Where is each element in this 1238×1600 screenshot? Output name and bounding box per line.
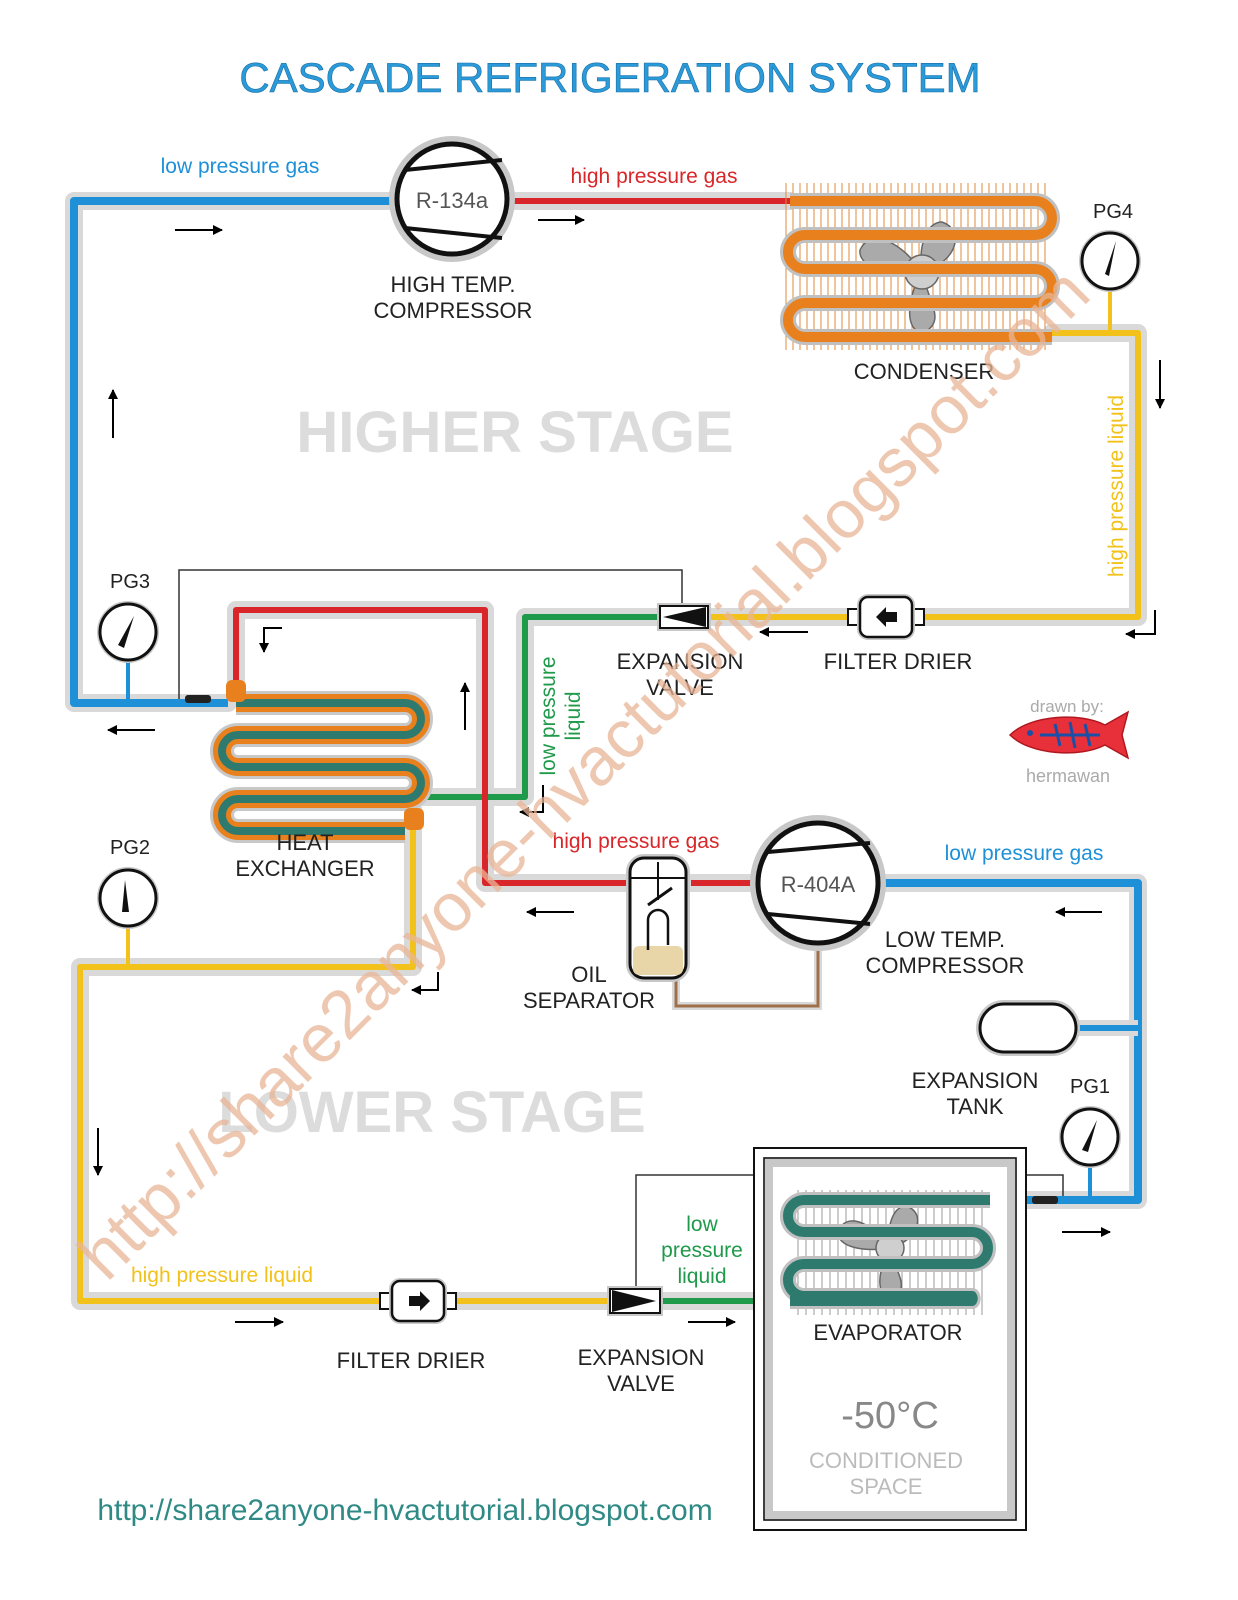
fish-logo-icon (1008, 710, 1130, 760)
ls-compressor-label-1: LOW TEMP. (885, 927, 1005, 952)
hs-high-pressure-liquid-label: high pressure liquid (1105, 395, 1128, 577)
bent-arrow-icon (519, 785, 544, 817)
diagram-title: CASCADE REFRIGERATION SYSTEM (239, 54, 980, 101)
pg2-gauge (97, 867, 159, 967)
conditioned-space-wall (763, 1157, 1017, 1521)
ls-filter-drier-label: FILTER DRIER (337, 1348, 486, 1373)
ls-high-pressure-gas-label: high pressure gas (553, 830, 720, 853)
hs-low-pressure-liquid-label-2: liquid (562, 691, 585, 740)
ls-compressor-label-2: COMPRESSOR (866, 953, 1025, 978)
pg4-label: PG4 (1093, 201, 1133, 223)
heat-exchanger-inner-coil (218, 699, 425, 835)
oil-separator (626, 854, 690, 982)
heat-exchanger-label-1: HEAT (276, 830, 333, 855)
ls-filter-drier-arrow-icon (409, 1291, 430, 1311)
hs-expansion-valve (657, 603, 711, 631)
condenser (780, 183, 1060, 350)
hs-filter-drier-arrow-icon (876, 607, 897, 627)
pg1-label: PG1 (1070, 1076, 1110, 1098)
condenser-label: CONDENSER (854, 359, 995, 384)
hs-compressor-label-2: COMPRESSOR (374, 298, 533, 323)
footer-url: http://share2anyone-hvactutorial.blogspo… (97, 1494, 712, 1527)
conditioned-space-label-1: CONDITIONED (809, 1448, 963, 1473)
ls-high-pressure-gas-line (233, 607, 626, 886)
pg3-gauge (97, 601, 159, 703)
pg4-needle-icon (1105, 241, 1116, 276)
ls-high-pressure-liquid-line (77, 808, 610, 1304)
hs-low-pressure-gas-label: low pressure gas (161, 155, 320, 178)
oil-return-line (674, 948, 820, 1008)
ls-high-pressure-liquid-label: high pressure liquid (131, 1264, 313, 1287)
expansion-tank (976, 1000, 1080, 1056)
hs-filter-drier (847, 594, 925, 640)
evaporator (780, 1190, 996, 1315)
hs-compressor-refrigerant: R-134a (416, 188, 489, 213)
drawn-by-label: drawn by: (1030, 697, 1104, 716)
ls-expansion-valve-label-2: VALVE (607, 1371, 675, 1396)
heat-exchanger-label-2: EXCHANGER (235, 856, 374, 881)
ls-low-pressure-liquid-label-1: low (686, 1213, 718, 1236)
expansion-tank-label-1: EXPANSION (912, 1068, 1039, 1093)
expansion-tank-label-2: TANK (946, 1094, 1003, 1119)
pg1-needle-icon (1082, 1120, 1097, 1152)
hs-low-pressure-liquid-label-1: low pressure (537, 656, 560, 775)
oil-separator-label-2: SEPARATOR (523, 988, 655, 1013)
ls-low-pressure-liquid-label-3: liquid (677, 1265, 726, 1288)
ls-filter-drier (379, 1278, 457, 1324)
ls-compressor-refrigerant: R-404A (781, 872, 856, 897)
conditioned-space-label-2: SPACE (850, 1474, 923, 1499)
pg2-needle-icon (122, 880, 129, 912)
hs-sensing-bulb (185, 695, 211, 703)
hs-high-pressure-gas-label: high pressure gas (571, 165, 738, 188)
condenser-coil (783, 196, 1057, 342)
bent-arrow-icon (411, 972, 439, 995)
ls-low-pressure-gas-line (878, 879, 1142, 1204)
hs-sensing-bulb-line (178, 569, 683, 699)
pg3-needle-icon (118, 616, 134, 648)
flow-arrows (93, 215, 1165, 1327)
conditioned-space-outer (753, 1147, 1027, 1531)
ls-low-pressure-gas-label: low pressure gas (945, 842, 1104, 865)
hs-filter-drier-label: FILTER DRIER (824, 649, 973, 674)
ls-low-pressure-liquid-label-2: pressure (661, 1239, 743, 1262)
hs-low-pressure-liquid-line (420, 614, 664, 800)
hs-compressor: R-134a (389, 136, 515, 262)
conditioned-space-temperature: -50°C (841, 1395, 939, 1437)
hs-compressor-label-1: HIGH TEMP. (390, 272, 515, 297)
pg1-gauge (1059, 1106, 1121, 1200)
ls-sensing-bulb (1032, 1196, 1058, 1204)
heat-exchanger (210, 680, 433, 843)
ls-expansion-valve (607, 1286, 663, 1316)
ls-compressor: R-404A (750, 815, 886, 951)
pg4-gauge (1079, 230, 1141, 333)
higher-stage-label: HIGHER STAGE (296, 400, 733, 465)
hs-expansion-valve-label-2: VALVE (646, 675, 714, 700)
pg2-label: PG2 (110, 837, 150, 859)
hs-low-pressure-gas-line (70, 197, 392, 707)
bent-arrow-icon (1125, 610, 1156, 639)
author-label: hermawan (1026, 766, 1110, 786)
oil-separator-label-1: OIL (571, 962, 606, 987)
bent-arrow-icon (259, 627, 282, 653)
evaporator-coil (783, 1195, 993, 1306)
lower-stage-label: LOWER STAGE (218, 1080, 645, 1145)
evaporator-label: EVAPORATOR (813, 1320, 962, 1345)
hs-expansion-valve-label-1: EXPANSION (617, 649, 744, 674)
ls-expansion-valve-label-1: EXPANSION (578, 1345, 705, 1370)
pg3-label: PG3 (110, 571, 150, 593)
